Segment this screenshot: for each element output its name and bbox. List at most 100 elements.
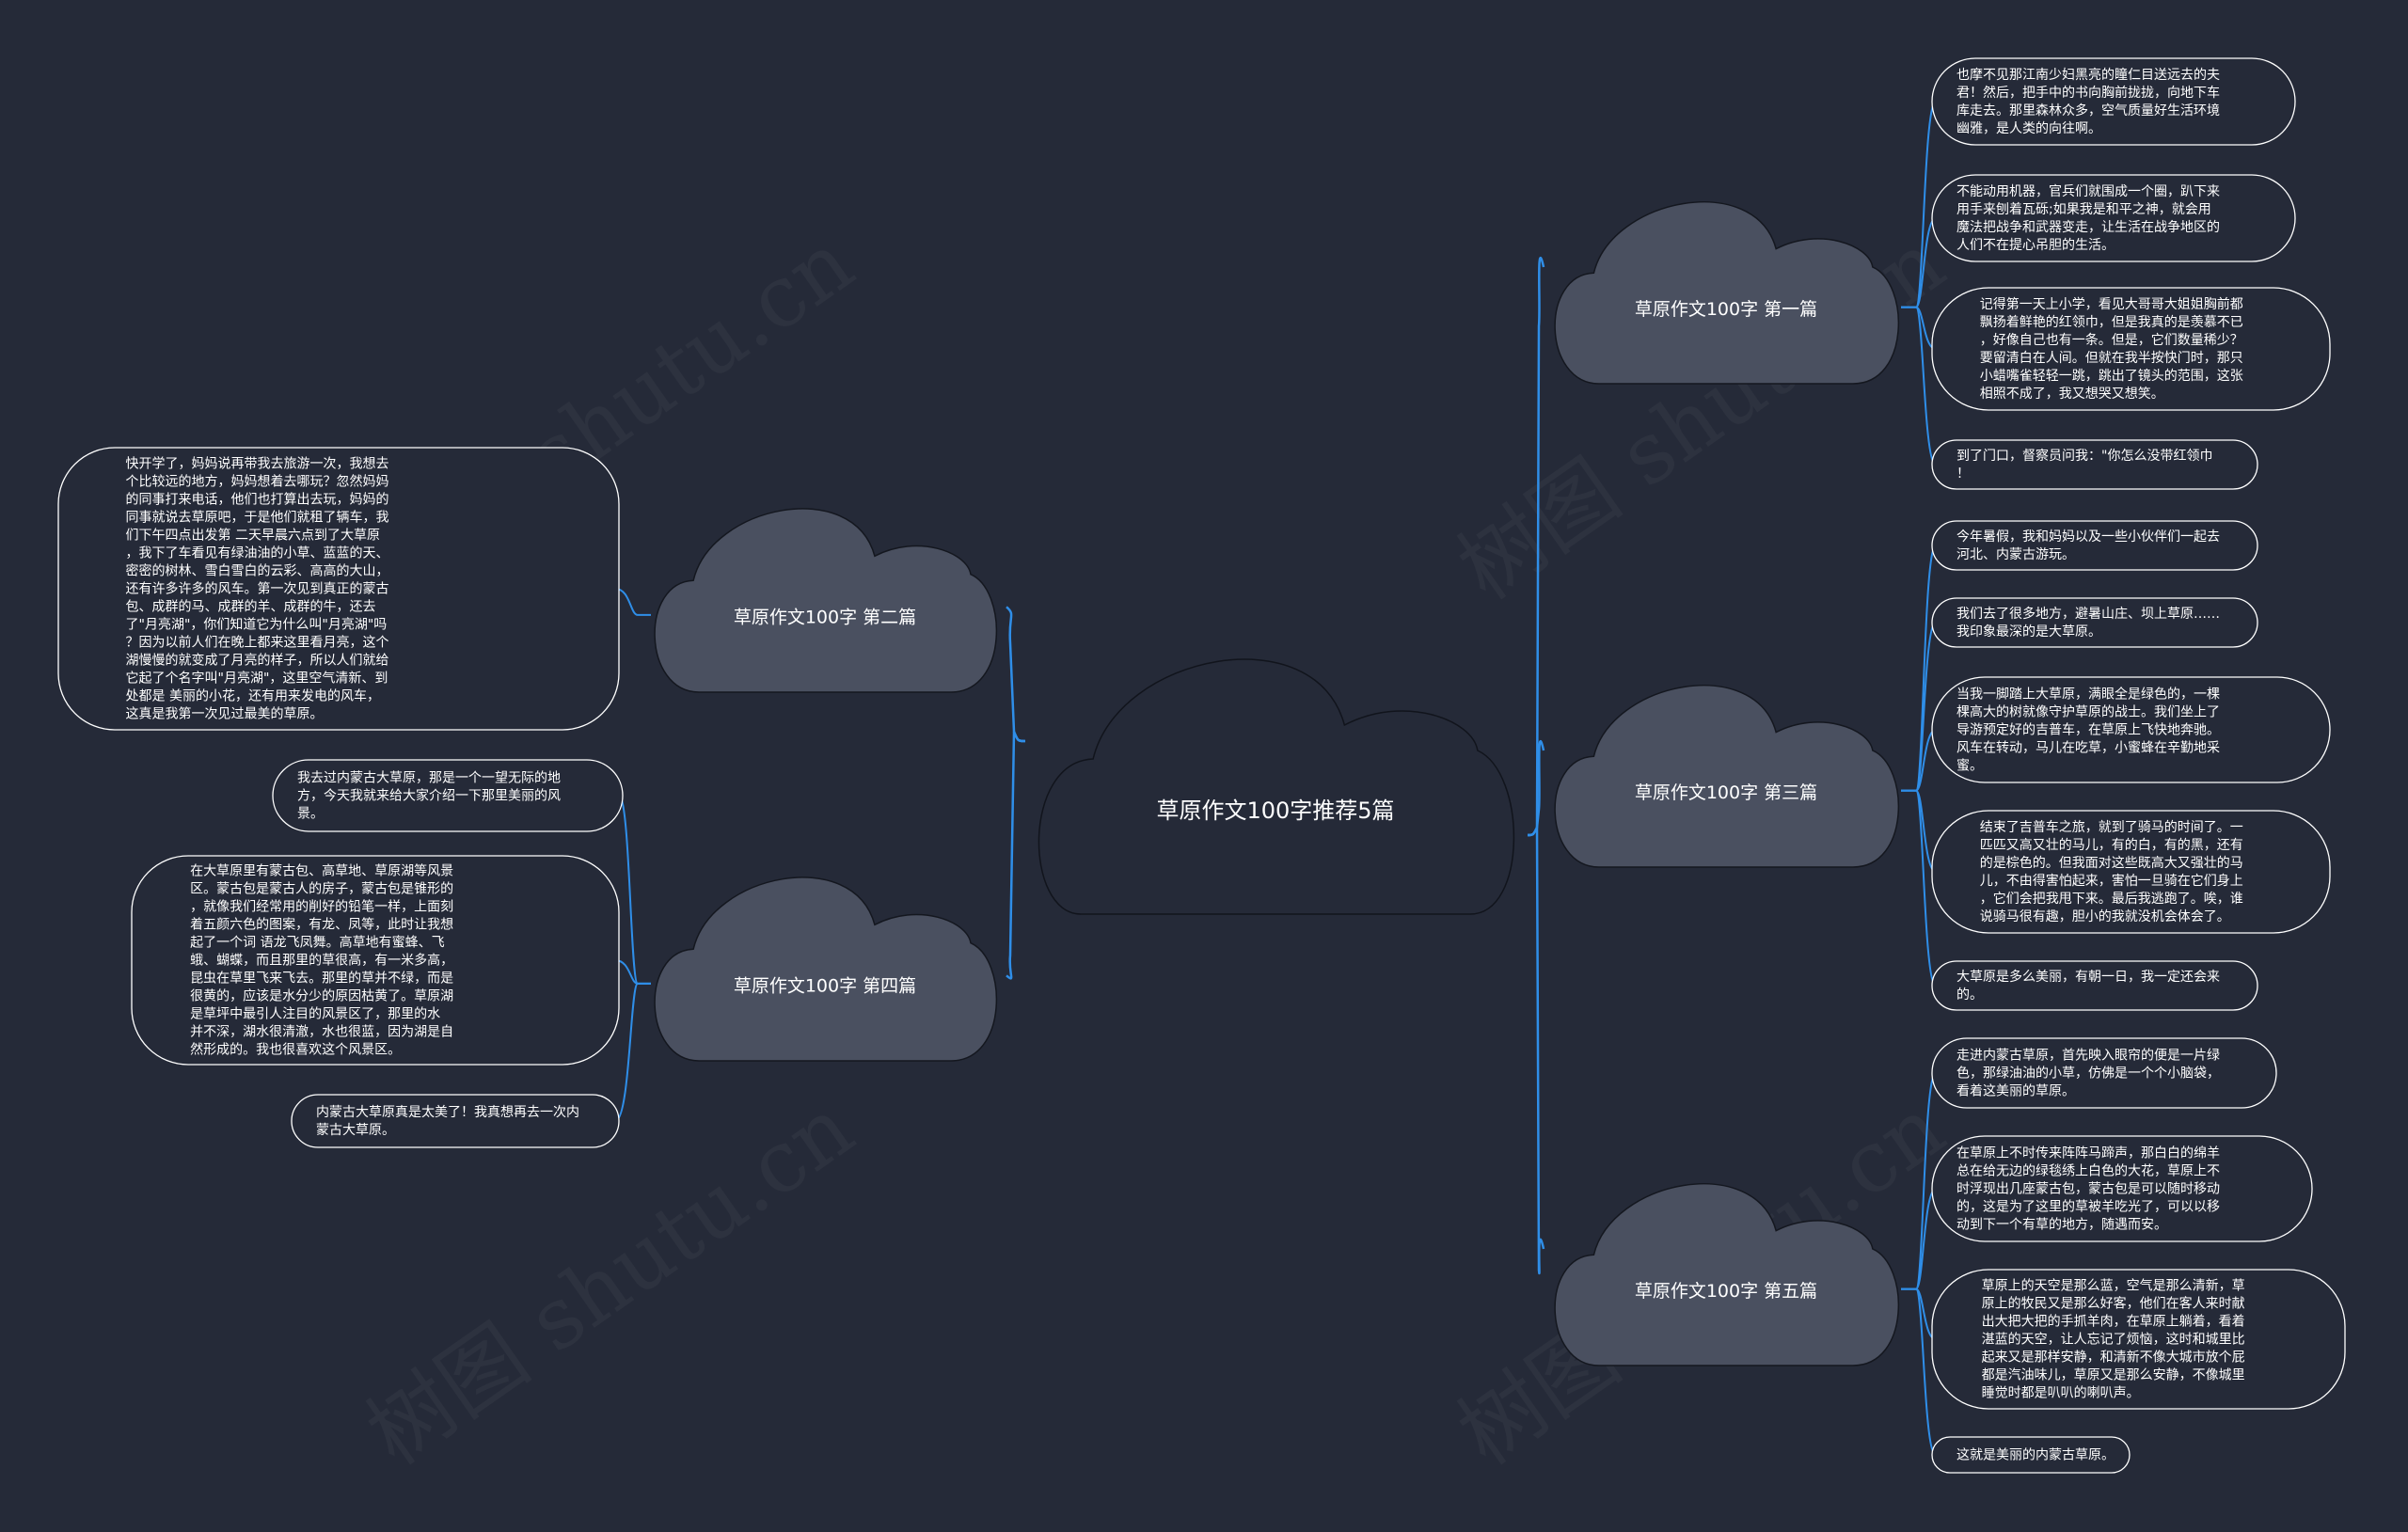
leaf-node[interactable]: 快开学了，妈妈说再带我去旅游一次，我想去个比较远的地方，妈妈想着去哪玩？忽然妈妈… <box>57 447 620 731</box>
leaf-text-line: ，就像我们经常用的削好的铅笔一样，上面刻 <box>190 900 453 915</box>
leaf-text-line: 这就是美丽的内蒙古草原。 <box>1956 1447 2115 1463</box>
leaf-text-line: 小蜡嘴雀轻轻一跳，跳出了镜头的范围，这张 <box>1980 368 2243 384</box>
leaf-text-line: ，我下了车看见有绿油油的小草、蓝蓝的天、 <box>126 545 389 561</box>
leaf-text-line: 起来又是那样安静，和清新不像大城市放个屁 <box>1982 1350 2245 1366</box>
leaf-node-border <box>1931 520 2258 571</box>
leaf-node-border <box>272 759 624 832</box>
leaf-text-line: 它起了个名字叫"月亮湖"，这里空气清新、到 <box>126 671 388 687</box>
leaf-text-line: 看着这美丽的草原。 <box>1956 1083 2075 1099</box>
connector-topic-leaf <box>1901 306 1937 466</box>
leaf-text-line: 风车在转动，马儿在吃草，小蜜蜂在辛勤地采 <box>1956 740 2220 756</box>
leaf-text-line: 儿，不由得害怕起来，害怕一旦骑在它们身上 <box>1980 873 2243 889</box>
leaf-text-line: 起了一个词 语龙飞凤舞。高草地有蜜蜂、飞 <box>190 935 444 951</box>
leaf-text-line: 草原上的天空是那么蓝，空气是那么清新，草 <box>1982 1279 2245 1294</box>
root-topic[interactable]: 草原作文100字推荐5篇 <box>1038 658 1515 915</box>
leaf-text-line: ，好像自己也有一条。但是，它们数量稀少？ <box>1980 332 2243 348</box>
leaf-node[interactable]: 当我一脚踏上大草原，满眼全是绿色的，一棵棵高大的树就像守护草原的战士。我们坐上了… <box>1931 676 2331 783</box>
leaf-node-border <box>1931 1037 2277 1109</box>
leaf-text-line: 魔法把战争和武器变走，让生活在战争地区的 <box>1956 220 2220 235</box>
leaf-node[interactable]: 我们去了很多地方，避暑山庄、坝上草原…… 我印象最深的是大草原。 <box>1931 597 2258 648</box>
leaf-node[interactable]: 草原上的天空是那么蓝，空气是那么清新，草原上的牧民又是那么好客，他们在客人来时献… <box>1931 1269 2346 1410</box>
leaf-node-border <box>1931 287 2331 411</box>
root-topic-label: 草原作文100字推荐5篇 <box>1156 798 1394 824</box>
leaf-text-line: 昆虫在草里飞来飞去。那里的草并不绿，而是 <box>190 971 453 987</box>
leaf-node-border <box>1931 597 2258 648</box>
connector-topic-leaf <box>618 795 651 985</box>
connector-topic-leaf <box>614 982 651 1122</box>
leaf-text-line: 说骑马很有趣，胆小的我就没机会体会了。 <box>1980 909 2230 924</box>
leaf-node-border <box>131 855 620 1066</box>
leaf-text-line: 我印象最深的是大草原。 <box>1956 624 2101 640</box>
leaf-text-line: 库走去。那里森林众多，空气质量好生活环境 <box>1956 103 2220 118</box>
leaf-text-line: 到了门口，督察员问我："你怎么没带红领巾 <box>1956 448 2212 464</box>
leaf-text-line: 景。 <box>297 807 324 822</box>
leaf-node-border <box>1931 57 2296 146</box>
leaf-text-line: 当我一脚踏上大草原，满眼全是绿色的，一棵 <box>1956 687 2220 703</box>
topic-node-3-label: 草原作文100字 第三篇 <box>1635 782 1817 803</box>
leaf-node[interactable]: 这就是美丽的内蒙古草原。 <box>1931 1436 2131 1474</box>
leaf-text-line: 内蒙古大草原真是太美了！我真想再去一次内 <box>316 1105 579 1120</box>
leaf-text-line: ！ <box>1956 466 1970 482</box>
leaf-node-border <box>1931 1269 2346 1410</box>
leaf-node[interactable]: 到了门口，督察员问我："你怎么没带红领巾 ！ <box>1931 439 2258 490</box>
leaf-text-line: 我去过内蒙古大草原，那是一个一望无际的地 <box>297 771 561 786</box>
root-topic-shape <box>1038 658 1515 915</box>
topic-node-5[interactable]: 草原作文100字 第五篇 <box>1554 1183 1900 1366</box>
leaf-text-line: ？因为以前人们在晚上都来这里看月亮，这个 <box>126 635 389 651</box>
leaf-text-line: 色，那绿油油的小草，仿佛是一个个小脑袋， <box>1956 1066 2220 1082</box>
connector-topic-leaf <box>614 588 651 616</box>
node-layer: 草原作文100字推荐5篇 草原作文100字 第一篇 也摩不见那江南少妇黑亮的瞳仁目送… <box>57 57 2346 1474</box>
topic-node-1[interactable]: 草原作文100字 第一篇 <box>1554 201 1900 385</box>
leaf-node[interactable]: 记得第一天上小学，看见大哥哥大姐姐胸前都飘扬着鲜艳的红领巾，但是我真的是羡慕不已… <box>1931 287 2331 411</box>
leaf-text-line: 同事就说去草原吧，于是他们就租了辆车，我 <box>126 510 389 526</box>
leaf-text-line: 棵高大的树就像守护草原的战士。我们坐上了 <box>1956 704 2220 720</box>
leaf-text-line: 蒙古大草原。 <box>316 1123 395 1138</box>
connector-root-topic <box>1006 606 1026 743</box>
leaf-text-line: 密密的树林、雪白雪白的云彩、高高的大山， <box>126 563 389 579</box>
leaf-node[interactable]: 也摩不见那江南少妇黑亮的瞳仁目送远去的夫君！然后，把手中的书向胸前拢拢，向地下车… <box>1931 57 2296 146</box>
leaf-node-border <box>1931 960 2258 1011</box>
leaf-text-line: 大草原是多么美丽，有朝一日，我一定还会来 <box>1956 969 2220 985</box>
leaf-node[interactable]: 我去过内蒙古大草原，那是一个一望无际的地方，今天我就来给大家介绍一下那里美丽的风… <box>272 759 624 832</box>
leaf-text-line: 时浮现出几座蒙古包，蒙古包是可以随时移动 <box>1956 1182 2220 1197</box>
leaf-text-line: 的是棕色的。但我面对这些既高大又强壮的马 <box>1980 855 2243 871</box>
leaf-text-line: 睡觉时都是叭叭的喇叭声。 <box>1982 1386 2140 1401</box>
leaf-node[interactable]: 结束了吉普车之旅，就到了骑马的时间了。一匹匹又高又壮的马儿，有的白，有的黑，还有… <box>1931 810 2331 934</box>
leaf-text-line: 匹匹又高又壮的马儿，有的白，有的黑，还有 <box>1980 837 2243 853</box>
connector-root-topic <box>1527 740 1545 837</box>
leaf-text-line: 快开学了，妈妈说再带我去旅游一次，我想去 <box>126 457 389 472</box>
topic-node-1-label: 草原作文100字 第一篇 <box>1635 299 1817 320</box>
topic-node-4-shape <box>654 877 998 1062</box>
leaf-node[interactable]: 不能动用机器，官兵们就围成一个圈，趴下来用手来刨着瓦砾;如果我是和平之神，就会用… <box>1931 174 2296 262</box>
topic-node-4[interactable]: 草原作文100字 第四篇 <box>654 877 998 1062</box>
leaf-node[interactable]: 走进内蒙古草原，首先映入眼帘的便是一片绿色，那绿油油的小草，仿佛是一个个小脑袋，… <box>1931 1037 2277 1109</box>
leaf-node[interactable]: 在大草原里有蒙古包、高草地、草原湖等风景区。蒙古包是蒙古人的房子，蒙古包是锥形的… <box>131 855 620 1066</box>
leaf-text-line: 处都是 美丽的小花，还有用来发电的风车， <box>126 688 380 704</box>
topic-node-5-shape <box>1554 1183 1900 1366</box>
leaf-node[interactable]: 在草原上不时传来阵阵马蹄声，那白白的绵羊总在给无边的绿毯绣上白色的大花，草原上不… <box>1931 1135 2313 1242</box>
connector-root-topic <box>1527 827 1545 1274</box>
topic-node-3[interactable]: 草原作文100字 第三篇 <box>1554 685 1900 868</box>
leaf-text-line: 动到下一个有草的地方，随遇而安。 <box>1956 1218 2167 1233</box>
connector-root-topic <box>1006 731 1026 980</box>
topic-node-2[interactable]: 草原作文100字 第二篇 <box>654 508 998 693</box>
leaf-text-line: 原上的牧民又是那么好客，他们在客人来时献 <box>1982 1296 2245 1312</box>
leaf-text-line: 飘扬着鲜艳的红领巾，但是我真的是羡慕不已 <box>1980 314 2243 330</box>
leaf-text-line: 还有许多许多的风车。第一次见到真正的蒙古 <box>126 581 389 597</box>
leaf-text-line: ，它们会把我甩下来。最后我逃跑了。唉，谁 <box>1980 891 2243 907</box>
leaf-text-line: 我们去了很多地方，避暑山庄、坝上草原…… <box>1956 606 2220 622</box>
leaf-text-line: 并不深，湖水很清澈，水也很蓝，因为湖是自 <box>190 1025 453 1040</box>
leaf-text-line: 蜜。 <box>1956 759 1983 774</box>
leaf-text-line: 幽雅，是人类的向往啊。 <box>1956 121 2101 136</box>
topic-node-4-label: 草原作文100字 第四篇 <box>734 976 916 997</box>
leaf-text-line: 们下午四点出发第 二天早晨六点到了大草原 <box>126 528 380 544</box>
leaf-text-line: 区。蒙古包是蒙古人的房子，蒙古包是锥形的 <box>190 882 453 897</box>
leaf-text-line: 记得第一天上小学，看见大哥哥大姐姐胸前都 <box>1980 296 2243 312</box>
leaf-text-line: 的。 <box>1956 987 1983 1003</box>
leaf-node-border <box>1931 439 2258 490</box>
leaf-node-border <box>291 1094 620 1148</box>
